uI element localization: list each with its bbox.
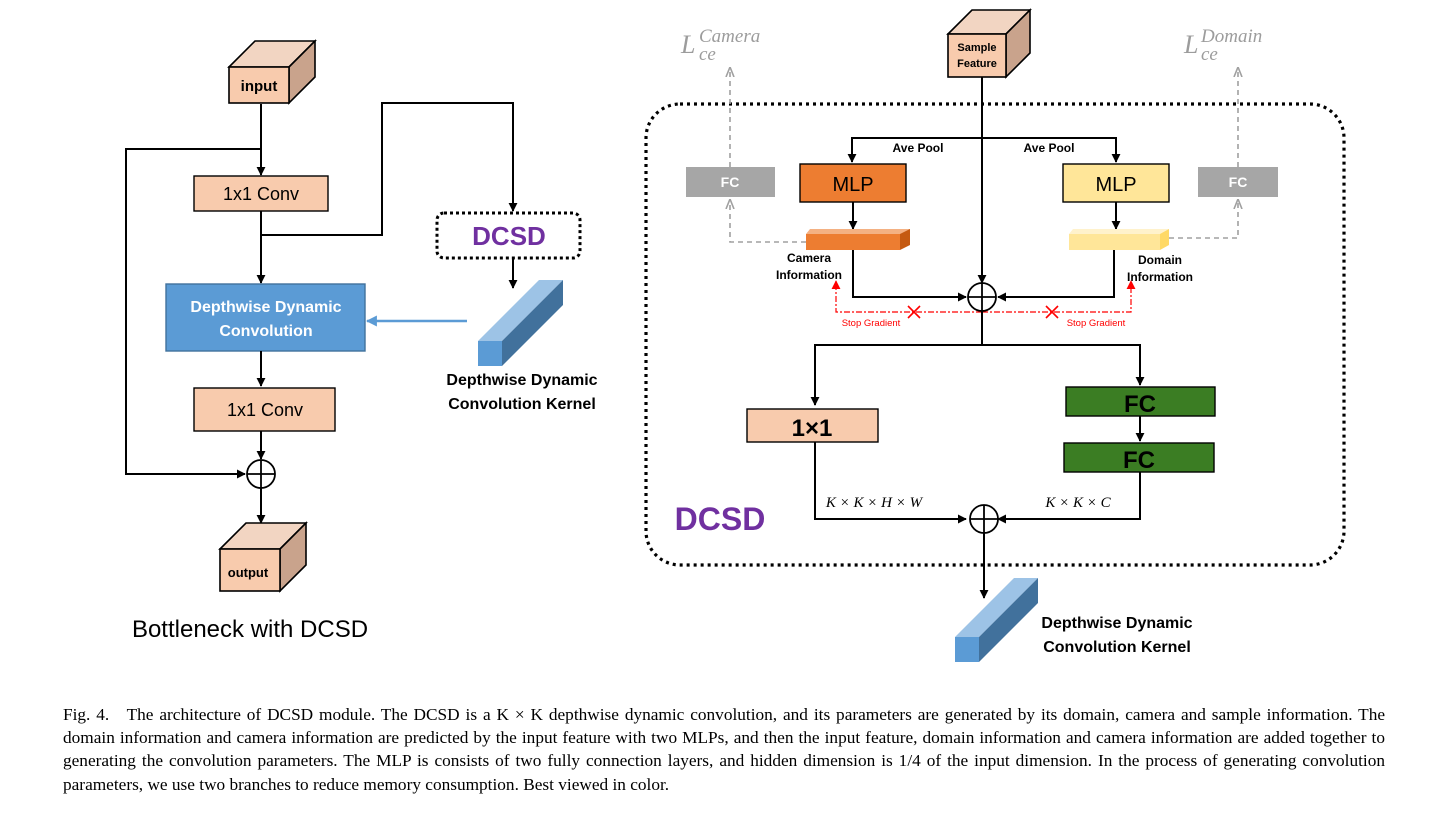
fc-green-top-label: FC: [1124, 391, 1156, 418]
arrow-camera-to-fc: [730, 200, 806, 243]
loss-camera-main: L: [680, 30, 695, 59]
dcsd-box-label: DCSD: [472, 221, 546, 251]
mlp-right-label: MLP: [1095, 174, 1136, 196]
add-node-top: [967, 282, 997, 312]
dim-right: K × K × C: [1044, 495, 1111, 511]
add-node-bottom: [969, 504, 999, 534]
stop-gradient-left: Stop Gradient: [842, 318, 901, 329]
fc-gray-left-label: FC: [721, 174, 740, 190]
add-node-left: [246, 459, 276, 489]
fc-green-bottom: [1063, 442, 1215, 473]
ave-pool-right: Ave Pool: [1024, 141, 1075, 155]
output-cube: output: [218, 521, 308, 593]
arrow-fc-to-add: [997, 472, 1141, 524]
kernel-right-line2: Convolution Kernel: [1043, 639, 1191, 656]
dim-left: K × K × H × W: [825, 495, 924, 511]
dcsd-box: [435, 211, 582, 260]
dcsd-module-border: [644, 102, 1346, 567]
input-cube: input: [227, 39, 317, 105]
dcsd-architecture-diagram: input 1x1 Conv Depthwise Dynamic Convolu…: [125, 8, 1346, 662]
output-label: output: [228, 565, 269, 580]
conv-1x1-right: [746, 408, 879, 443]
stop-gradient-path-left: [831, 280, 982, 313]
arrow-feature-to-dcsd: [261, 102, 518, 236]
kernel-bar-left: [478, 280, 563, 366]
arrow-domain-to-fc: [1169, 200, 1238, 239]
conv-1x1-bottom: [193, 387, 336, 432]
figure-caption: Fig. 4. The architecture of DCSD module.…: [63, 703, 1385, 796]
left-bottleneck-panel: input 1x1 Conv Depthwise Dynamic Convolu…: [125, 39, 598, 643]
domain-info-line2: Information: [1127, 270, 1193, 284]
loss-domain-main: L: [1183, 30, 1198, 59]
fc-gray-right: [1198, 167, 1278, 197]
depthwise-line1: Depthwise Dynamic: [190, 299, 341, 316]
camera-information-bar: [806, 229, 910, 250]
arrow-pool-right: [982, 137, 1121, 163]
loss-domain-sup: Domain: [1200, 26, 1262, 47]
fc-green-bottom-label: FC: [1123, 447, 1155, 474]
input-label: input: [241, 78, 278, 95]
arrow-pool-left: [847, 137, 982, 163]
camera-info-line1: Camera: [787, 251, 831, 265]
arrow-branch-to-fc: [982, 344, 1145, 386]
caption-label: Fig. 4.: [63, 705, 110, 724]
loss-domain-sub: ce: [1201, 44, 1218, 65]
loss-camera-sub: ce: [699, 44, 716, 65]
mlp-left-label: MLP: [832, 174, 873, 196]
loss-camera: L Camera ce: [680, 26, 760, 65]
domain-information-bar: [1069, 229, 1169, 250]
ave-pool-left: Ave Pool: [893, 141, 944, 155]
fc-gray-left: [686, 167, 775, 197]
caption-text: The architecture of DCSD module. The DCS…: [63, 705, 1390, 794]
kernel-left-line2: Convolution Kernel: [448, 396, 596, 413]
stop-gradient-cross-right: [1045, 305, 1059, 319]
camera-info-line2: Information: [776, 268, 842, 282]
loss-domain: L Domain ce: [1183, 26, 1262, 65]
stop-gradient-cross-left: [907, 305, 921, 319]
conv-1x1-top-label: 1x1 Conv: [223, 184, 299, 204]
sample-line1: Sample: [957, 42, 996, 54]
kernel-bar-right: [955, 578, 1038, 662]
sample-feature-cube: Sample Feature: [946, 8, 1032, 79]
arrow-camera-to-add: [852, 250, 967, 302]
arrow-domain-to-add: [997, 250, 1115, 302]
conv-1x1-right-label: 1×1: [792, 415, 833, 442]
kernel-right-line1: Depthwise Dynamic: [1041, 615, 1192, 632]
depthwise-line2: Convolution: [219, 323, 312, 340]
mlp-right: [1062, 163, 1170, 203]
stop-gradient-right: Stop Gradient: [1067, 318, 1126, 329]
arrow-branch-to-1x1: [810, 344, 982, 406]
stop-gradient-path-right: [982, 280, 1136, 313]
fc-gray-right-label: FC: [1229, 174, 1248, 190]
domain-info-line1: Domain: [1138, 253, 1182, 267]
arrow-1x1-to-add: [814, 442, 967, 524]
loss-camera-sup: Camera: [699, 26, 760, 47]
dcsd-module-label: DCSD: [675, 501, 766, 537]
depthwise-dynamic-convolution-block: [165, 283, 366, 352]
conv-1x1-bottom-label: 1x1 Conv: [227, 400, 303, 420]
sample-line2: Feature: [957, 58, 997, 70]
mlp-left: [799, 163, 907, 203]
bottleneck-title: Bottleneck with DCSD: [132, 616, 368, 643]
conv-1x1-top: [193, 175, 329, 212]
right-dcsd-module-panel: L Camera ce L Domain ce Sample Feature A…: [644, 8, 1346, 662]
residual-skip-connection: [125, 148, 261, 479]
fc-green-top: [1065, 386, 1216, 417]
kernel-left-line1: Depthwise Dynamic: [446, 372, 597, 389]
